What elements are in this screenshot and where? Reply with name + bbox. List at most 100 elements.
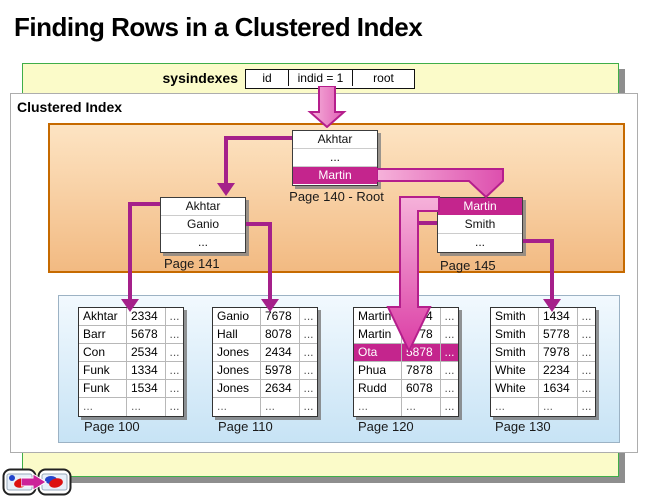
cell-name: Funk — [79, 380, 127, 397]
index-entry: Akhtar — [293, 131, 377, 149]
tree-edge-root-141 — [226, 136, 292, 140]
cell-name: ... — [213, 398, 261, 416]
cell-value: 7678 — [261, 308, 300, 325]
cell-name: Ota — [354, 344, 402, 361]
cell-name: ... — [354, 398, 402, 416]
cell-more: ... — [444, 363, 455, 377]
cell-value: 2234 — [539, 362, 578, 379]
index-entry: Akhtar — [161, 198, 245, 216]
cell-more: ... — [444, 399, 455, 413]
cell-more: ... — [444, 327, 455, 341]
cell-more: ... — [581, 327, 592, 341]
sysindexes-cell-indid: indid = 1 — [289, 70, 353, 86]
sysindexes-table: id indid = 1 root — [245, 69, 415, 89]
cell-value: 1434 — [539, 308, 578, 325]
cell-more: ... — [444, 309, 455, 323]
tree-edge-141-110 — [268, 222, 272, 300]
cell-name: Jones — [213, 380, 261, 397]
cell-value: 2334 — [127, 308, 166, 325]
cell-more: ... — [169, 309, 180, 323]
cell-more: ... — [169, 345, 180, 359]
cell-value: 6078 — [402, 380, 441, 397]
page-label-140: Page 140 - Root — [289, 189, 384, 204]
index-entry: ... — [293, 149, 377, 167]
forward-arrow-icon — [21, 473, 47, 491]
cell-more: ... — [303, 309, 314, 323]
cell-name: Rudd — [354, 380, 402, 397]
cell-name: Funk — [79, 362, 127, 379]
cell-name: Barr — [79, 326, 127, 343]
cell-name: Jones — [213, 344, 261, 361]
search-path-arrow-root-to-145 — [377, 168, 504, 199]
tree-edge-141-100 — [130, 202, 160, 206]
index-entry: Martin — [293, 167, 377, 185]
cell-more: ... — [169, 327, 180, 341]
cell-more: ... — [169, 381, 180, 395]
table-row: ......... — [491, 398, 595, 416]
index-node-root: Akhtar...Martin — [292, 130, 378, 186]
index-entry: Smith — [438, 216, 522, 234]
cell-name: Con — [79, 344, 127, 361]
cell-more: ... — [169, 399, 180, 413]
index-entry: ... — [197, 235, 208, 249]
cell-name: White — [491, 362, 539, 379]
cell-value: 2434 — [261, 344, 300, 361]
nav-icons — [0, 466, 80, 500]
page-label-145: Page 145 — [440, 258, 496, 273]
cell-name: Smith — [491, 344, 539, 361]
cell-more: ... — [581, 399, 592, 413]
cell-more: ... — [303, 363, 314, 377]
cell-value: 8078 — [261, 326, 300, 343]
cell-more: ... — [444, 381, 455, 395]
search-path-arrow-145-to-120 — [386, 196, 440, 353]
tree-edge-arrowhead — [121, 299, 139, 312]
cell-value: 2634 — [261, 380, 300, 397]
cell-value: ... — [402, 398, 441, 416]
cell-value: 5978 — [261, 362, 300, 379]
tree-edge-145-120 — [410, 221, 437, 225]
cell-more: ... — [303, 381, 314, 395]
table-row: ......... — [213, 398, 317, 416]
cell-more: ... — [581, 363, 592, 377]
cell-name: ... — [79, 398, 127, 416]
page-label-110: Page 110 — [218, 419, 273, 434]
page-label-100: Page 100 — [84, 419, 140, 434]
tree-edge-root-141 — [224, 136, 228, 183]
tree-edge-145-130 — [523, 239, 552, 243]
cell-value: 1534 — [127, 380, 166, 397]
cell-value: 5678 — [127, 326, 166, 343]
tree-edge-141-100 — [128, 202, 132, 300]
cell-name: Ganio — [213, 308, 261, 325]
cell-value: ... — [127, 398, 166, 416]
cell-value: ... — [261, 398, 300, 416]
cell-name: Phua — [354, 362, 402, 379]
cell-more: ... — [444, 345, 455, 359]
tree-edge-145-130 — [550, 239, 554, 300]
cell-more: ... — [169, 363, 180, 377]
cell-value: ... — [539, 398, 578, 416]
tree-edge-arrowhead — [261, 299, 279, 312]
cell-value: 1634 — [539, 380, 578, 397]
cell-value: 5778 — [539, 326, 578, 343]
cell-name: ... — [491, 398, 539, 416]
cell-name: Jones — [213, 362, 261, 379]
sysindexes-cell-id: id — [246, 70, 289, 86]
sysindexes-cell-root: root — [373, 71, 394, 85]
